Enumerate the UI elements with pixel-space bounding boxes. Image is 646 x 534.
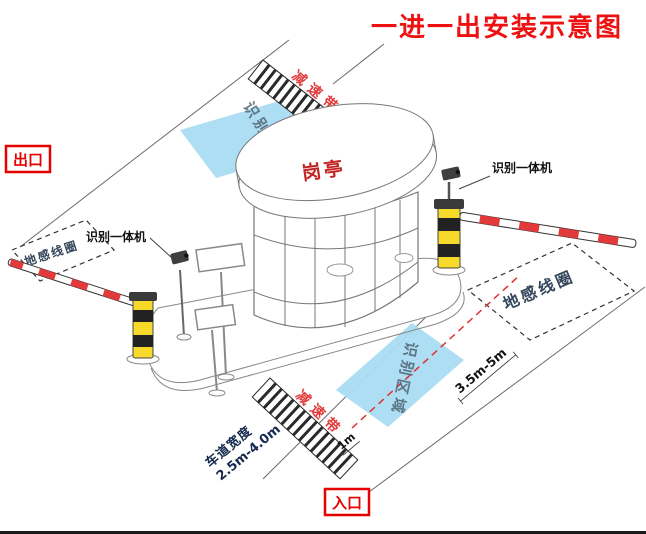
exit-camera-lens (184, 253, 189, 258)
entry-arm-red-segment (479, 215, 501, 227)
booth-roof (235, 103, 438, 219)
exit-camera-pole (179, 269, 185, 337)
sign-board-2 (194, 303, 237, 397)
dimension-tick (512, 351, 519, 359)
booth-window-sill-upper (253, 227, 419, 250)
sign-board-1 (195, 242, 246, 381)
booth-stool (394, 253, 414, 263)
exit-barrier-head (129, 292, 157, 301)
entry-arm-red-segment (558, 227, 580, 239)
speed-bump-bottom-stripes (257, 382, 354, 475)
entrance-marker: 入口 (323, 487, 371, 517)
exit-arm-red-segment (70, 278, 89, 291)
entry-barrier: 识别一体机 (432, 160, 637, 276)
entry-barrier-head (434, 199, 464, 209)
island-front-edge (150, 291, 465, 391)
exit-lane-right-line (332, 43, 385, 85)
exit-post-black-band (133, 310, 153, 322)
entry-camera-lens (455, 169, 460, 175)
entrance-marker-box (323, 487, 371, 517)
lane-center-dashed-line (351, 274, 521, 429)
sign-board-2-pole (211, 329, 218, 393)
entrance-marker-label: 入口 (332, 494, 362, 512)
entry-camera-body (441, 166, 461, 181)
image-bottom-border (0, 531, 646, 534)
ground-coil-right-text: 地感线圈 (500, 266, 577, 313)
exit-camera-leader-line (149, 237, 173, 259)
sign-board-2-base (208, 389, 226, 397)
entry-barrier-post (437, 205, 461, 269)
booth-window-sill-lower (253, 261, 419, 305)
recognition-zone-bottom (336, 323, 464, 427)
entry-arm-red-segment (597, 233, 619, 245)
exit-camera-label: 识别一体机 (86, 229, 146, 244)
ground-coil-left (10, 219, 116, 282)
exit-post-black-band (133, 335, 153, 347)
exit-marker: 出口 (4, 144, 52, 174)
page-title: 一进一出安装示意图 (371, 12, 623, 43)
exit-barrier-arm (7, 258, 137, 307)
entry-post-black-band (438, 218, 460, 231)
exit-barrier-post (132, 297, 154, 359)
exit-camera-unit: 识别一体机 (86, 229, 192, 341)
speed-bump-bottom (251, 377, 359, 480)
sign-board-1-panel (195, 242, 246, 273)
exit-camera-body (170, 250, 189, 265)
sign-board-1-base (217, 373, 235, 381)
exit-lane-left-line (19, 39, 290, 248)
dimension-tick (457, 397, 464, 405)
exit-camera-base (176, 333, 192, 341)
sign-board-2-panel (194, 303, 237, 331)
dimension-line (460, 354, 516, 402)
dimension-line (342, 440, 361, 456)
ground-coil-right-label: 地感线圈 (500, 266, 577, 313)
entry-camera-leader-line (458, 175, 491, 190)
ground-coil-right (466, 242, 636, 341)
exit-barrier (7, 258, 160, 365)
exit-marker-box (4, 144, 52, 174)
booth-roof-top (235, 103, 434, 202)
exit-marker-label: 出口 (13, 151, 43, 169)
entry-post-black-band (438, 244, 460, 257)
measurement-lane-width: 车道宽度 2.5m-4.0m (202, 422, 283, 484)
entry-barrier-arm (459, 211, 637, 248)
exit-arm-red-segment (37, 268, 57, 281)
booth-table (326, 263, 354, 277)
exit-arm-red-segment (102, 289, 121, 302)
guard-booth: 岗亭 (235, 103, 438, 329)
measurement-barrier-distance: 3.5m-5m (452, 345, 519, 405)
exit-arm-red-segment (9, 258, 24, 270)
entry-lane-right-line (356, 286, 646, 502)
entry-arm-red-segment (518, 221, 540, 233)
barrier-distance-text: 3.5m-5m (452, 345, 509, 396)
entry-camera-label: 识别一体机 (492, 160, 552, 175)
